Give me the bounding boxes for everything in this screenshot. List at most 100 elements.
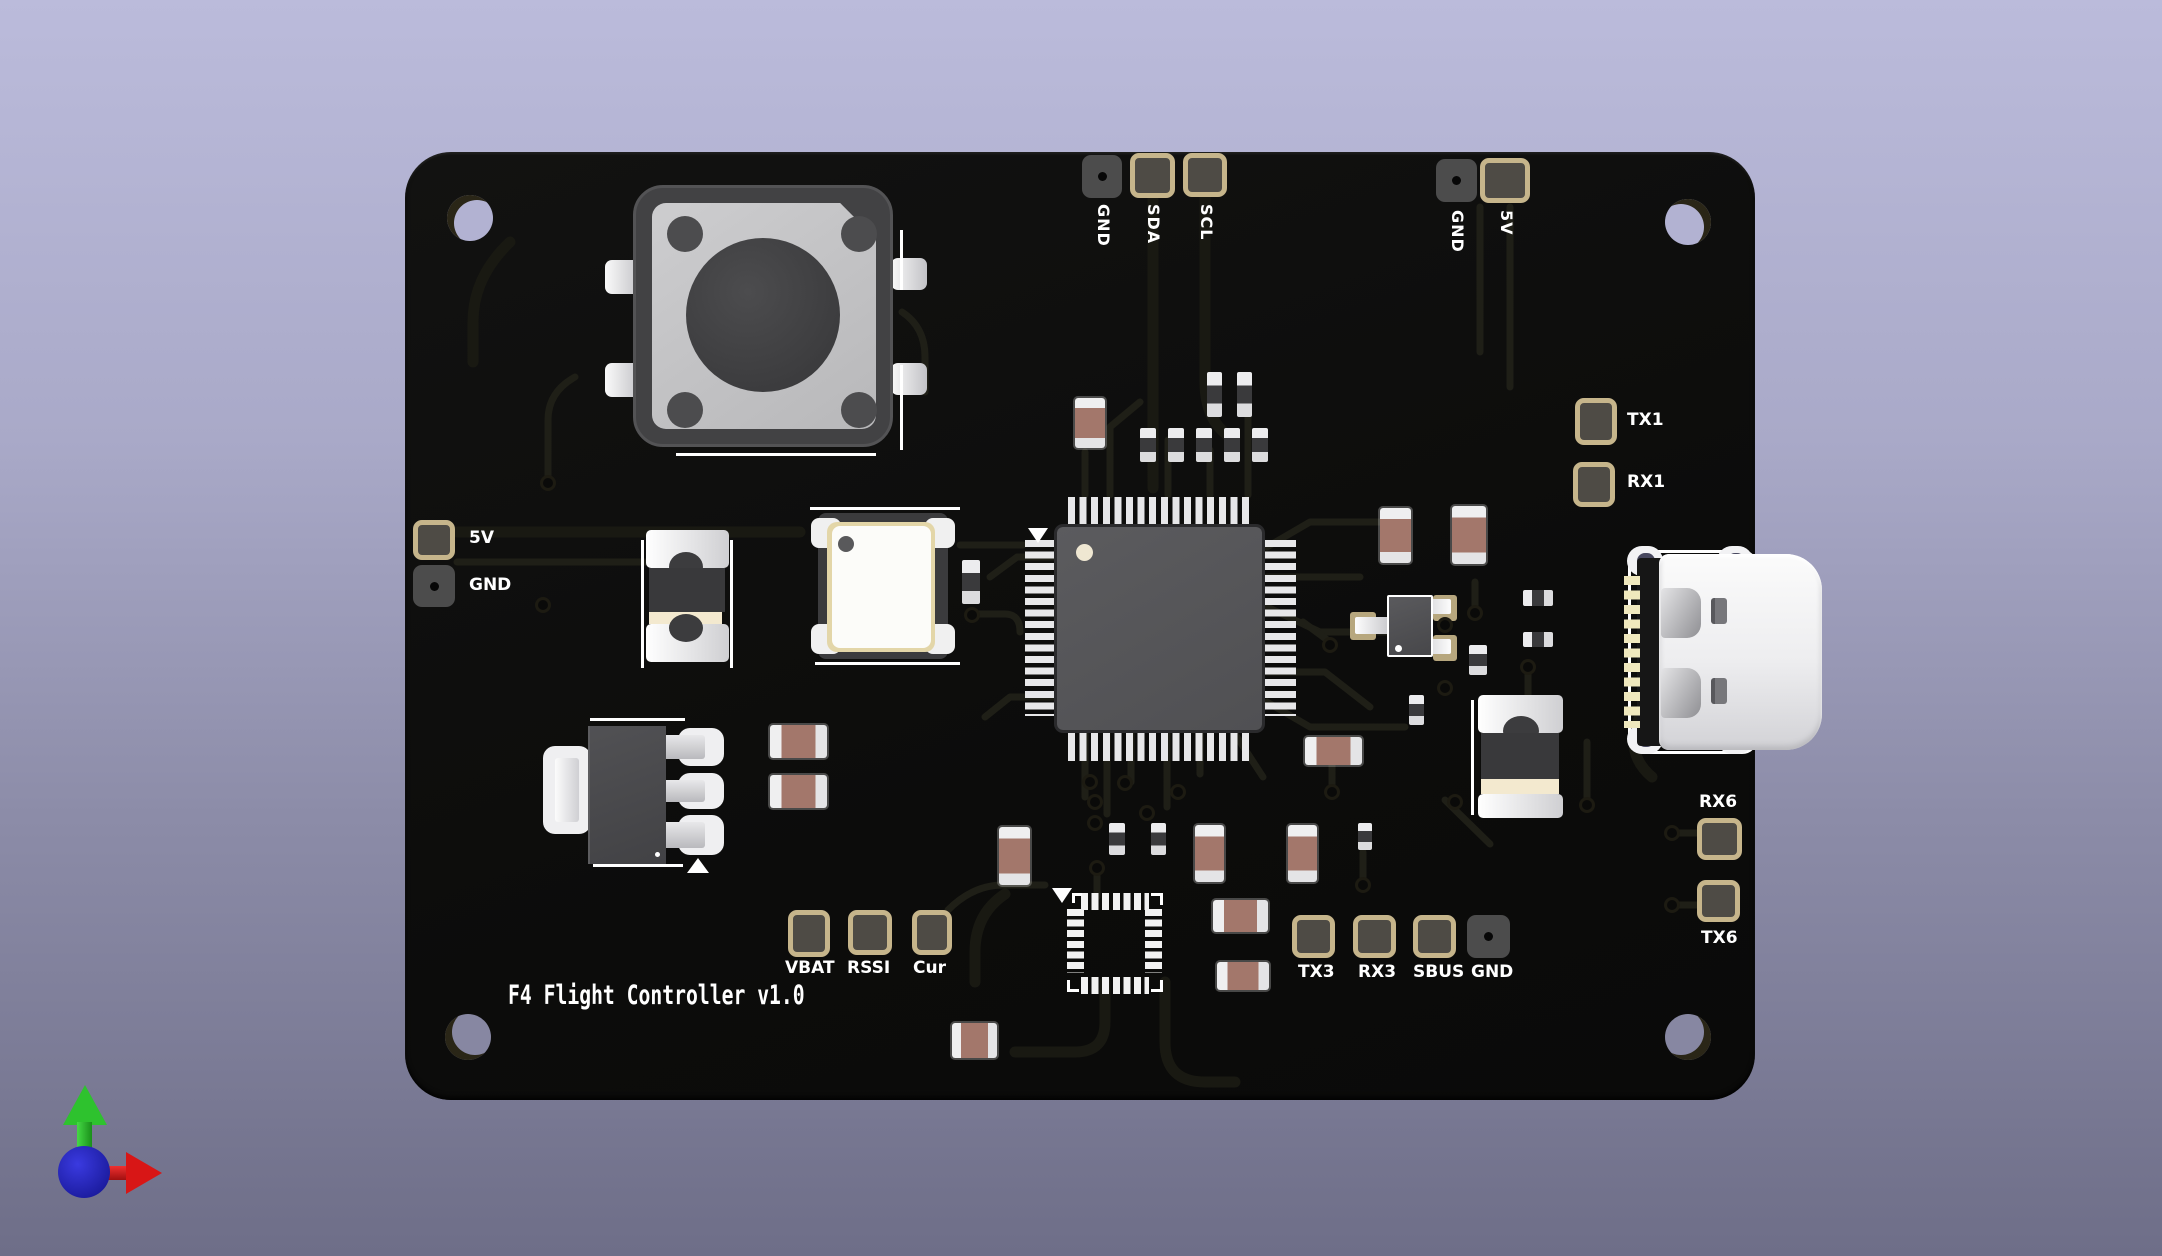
axis-orientation-indicator [30, 1080, 200, 1240]
diode-body [649, 568, 725, 612]
via [1142, 808, 1152, 818]
button-lead [891, 258, 927, 290]
pad-label-sda: SDA [1144, 204, 1163, 245]
pad-gnd [1436, 159, 1477, 202]
diode [641, 526, 733, 668]
usb-slot [1711, 598, 1727, 624]
qfn-corner-bracket [1072, 893, 1082, 903]
qfn-pads-left [1067, 909, 1084, 973]
sot23-lead [1355, 617, 1391, 634]
mcu-body [1057, 527, 1262, 730]
button-rivet [667, 392, 703, 428]
resistor [1523, 632, 1553, 647]
via [1523, 662, 1533, 672]
capacitor [770, 775, 827, 808]
diode-body [1481, 733, 1559, 779]
qfn-corner-bracket [1151, 980, 1163, 992]
silkscreen-line [900, 365, 903, 450]
via [1440, 620, 1450, 630]
usb-slot [1711, 678, 1727, 704]
via [1470, 608, 1480, 618]
silkscreen-line [1471, 700, 1474, 815]
voltage-regulator-sot223 [535, 712, 745, 877]
via [1120, 778, 1130, 788]
qfn-pin1-marker [1052, 888, 1072, 903]
board-title: F4 Flight Controller v1.0 [508, 980, 805, 1011]
usb-clip [1661, 668, 1701, 718]
via [1450, 797, 1460, 807]
pad-sda [1130, 153, 1175, 198]
via [1092, 863, 1102, 873]
qfn-pads-top [1081, 893, 1149, 910]
mounting-hole [1665, 1014, 1711, 1060]
silkscreen-line [593, 864, 683, 867]
regulator-pin1-marker [687, 858, 709, 873]
button-lead [891, 363, 927, 395]
regulator-tab [555, 758, 579, 822]
pcb-board: GND SDA SCL GND 5V 5V GND TX1 RX1 RX6 TX… [405, 152, 1822, 1100]
via [1090, 797, 1100, 807]
diode-terminal [1478, 794, 1563, 818]
diode-stripe [1481, 779, 1559, 794]
button-plunger [686, 238, 840, 392]
pad-label-gnd: GND [1471, 962, 1514, 982]
resistor [1252, 428, 1268, 462]
via [1085, 777, 1095, 787]
regulator-body [588, 726, 666, 864]
capacitor [1305, 737, 1362, 765]
resistor [1151, 823, 1166, 855]
usb-clip [1661, 588, 1701, 638]
via [967, 610, 977, 620]
pad-label-vbat: VBAT [785, 958, 835, 978]
silkscreen-line [730, 540, 733, 668]
mcu-pins-left [1025, 540, 1059, 716]
pad-gnd [1082, 155, 1122, 198]
pad-scl [1183, 153, 1227, 197]
diode-notch [669, 614, 703, 642]
capacitor [999, 827, 1030, 885]
diode [1471, 692, 1566, 820]
x-axis-arrow-icon [126, 1152, 162, 1194]
pad-vbat [788, 910, 830, 957]
silkscreen-line [815, 662, 960, 665]
pad-label-rx1: RX1 [1627, 472, 1666, 492]
via [1582, 800, 1592, 810]
pad-5v [413, 520, 455, 560]
sot23-dot [1395, 645, 1402, 652]
capacitor [1213, 900, 1268, 932]
mcu-pins-right [1262, 540, 1296, 716]
mcu-pin1-dot [1076, 544, 1093, 561]
pad-rx6 [1697, 818, 1742, 860]
via [1173, 787, 1183, 797]
tactile-button [601, 182, 931, 462]
resistor [1140, 428, 1156, 462]
capacitor [952, 1023, 997, 1058]
mounting-hole [447, 195, 493, 241]
mcu-qfp64 [1020, 492, 1305, 767]
silkscreen-line [590, 718, 685, 721]
qfn-pads-bottom [1081, 977, 1149, 994]
pad-cur [912, 910, 952, 955]
pad-label-5v: 5V [1497, 210, 1516, 236]
resistor [1358, 823, 1372, 850]
button-rivet [841, 216, 877, 252]
pad-sbus [1413, 915, 1456, 958]
via [1667, 828, 1677, 838]
pad-label-rx3: RX3 [1358, 962, 1397, 982]
resistor [1469, 645, 1487, 675]
via [1358, 880, 1368, 890]
pad-label-gnd: GND [1094, 204, 1113, 247]
via [538, 600, 548, 610]
resistor [1207, 372, 1222, 417]
capacitor [1217, 962, 1269, 990]
mounting-hole [445, 1014, 491, 1060]
pad-label-tx6: TX6 [1701, 928, 1738, 948]
silkscreen-line [810, 507, 960, 510]
button-rivet [667, 216, 703, 252]
pad-gnd [413, 565, 455, 607]
regulator-lead [655, 780, 705, 802]
capacitor [1288, 825, 1317, 882]
pad-label-tx1: TX1 [1627, 410, 1664, 430]
capacitor [1075, 398, 1105, 448]
